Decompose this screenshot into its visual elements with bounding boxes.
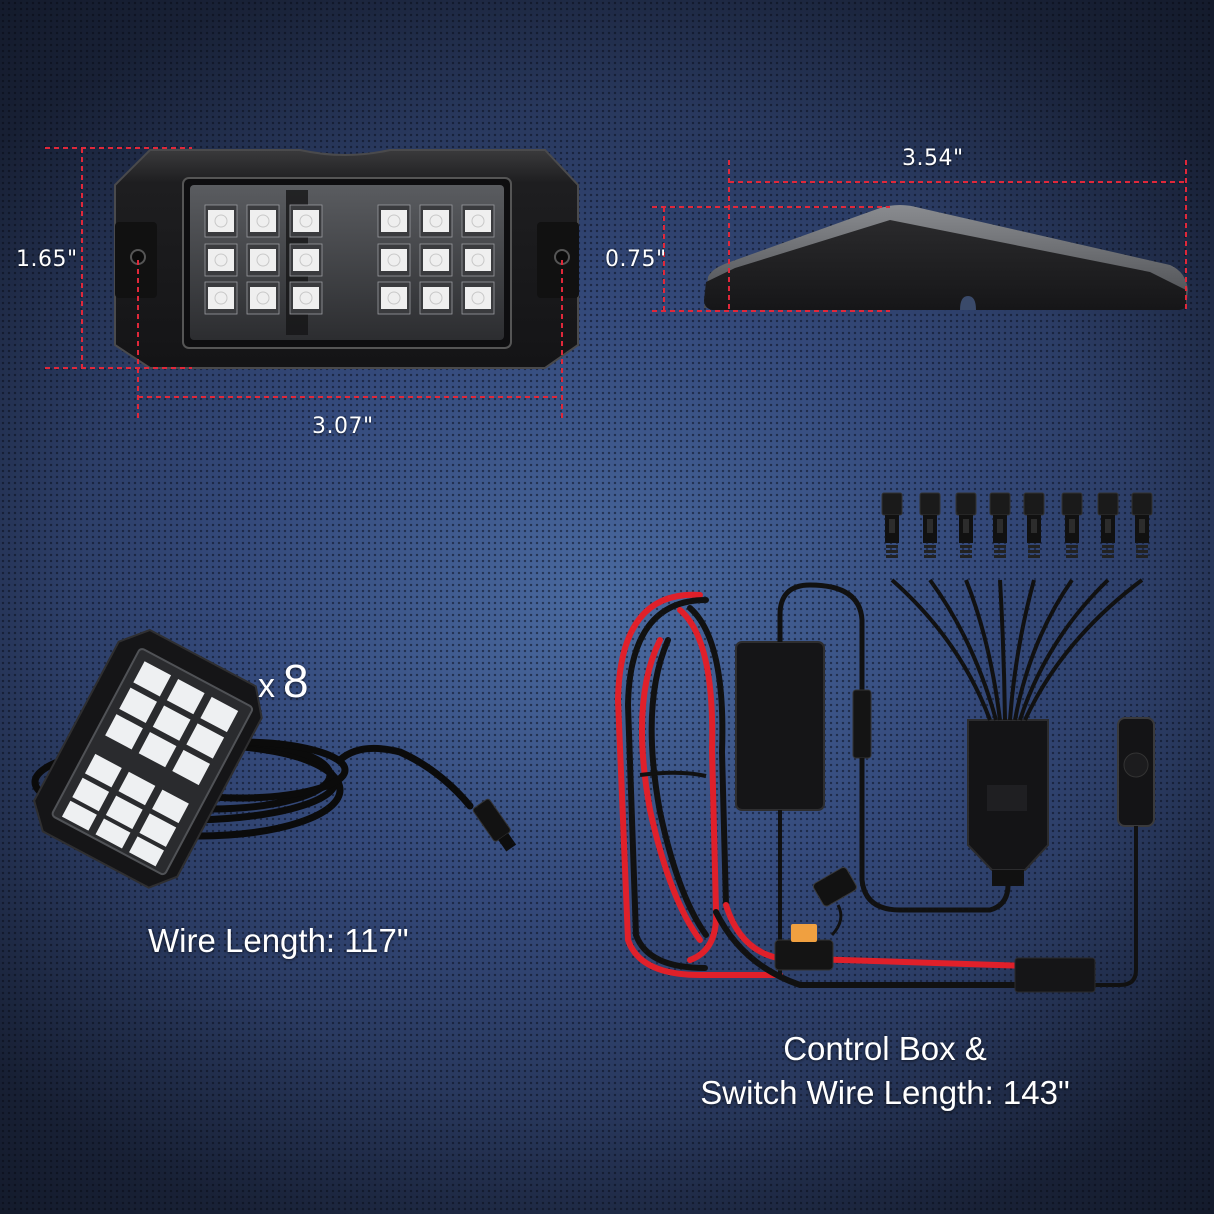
front-height-dimension: 1.65" (16, 247, 78, 272)
quantity-value: 8 (283, 655, 309, 707)
switch-button-icon (1123, 752, 1149, 778)
eight-way-splitter (881, 492, 1153, 886)
rock-light-pod-with-cable (31, 628, 517, 889)
wiring-harness (614, 492, 1155, 993)
led-array-right (377, 204, 495, 315)
pod-connector-icon (472, 798, 517, 852)
front-dimension-lines (45, 147, 563, 418)
inline-fuse-holder (774, 866, 857, 971)
side-dimension-lines (652, 160, 1187, 312)
cable-notch (960, 296, 976, 310)
front-view-rock-light (114, 149, 579, 369)
fuse-icon (791, 924, 817, 942)
pod-wire-length-caption: Wire Length: 117" (148, 922, 409, 959)
led-array-left (204, 204, 323, 315)
rocker-switch (1014, 717, 1155, 993)
quantity-prefix: x (258, 667, 275, 705)
side-width-dimension: 3.54" (902, 146, 964, 171)
inline-connector (852, 689, 872, 759)
harness-caption-line2: Switch Wire Length: 143" (700, 1074, 1070, 1111)
control-box (735, 641, 825, 811)
side-view-rock-light (704, 205, 1188, 310)
harness-caption-line1: Control Box & (783, 1030, 987, 1067)
front-width-dimension: 3.07" (312, 414, 374, 439)
side-height-dimension: 0.75" (605, 247, 667, 272)
